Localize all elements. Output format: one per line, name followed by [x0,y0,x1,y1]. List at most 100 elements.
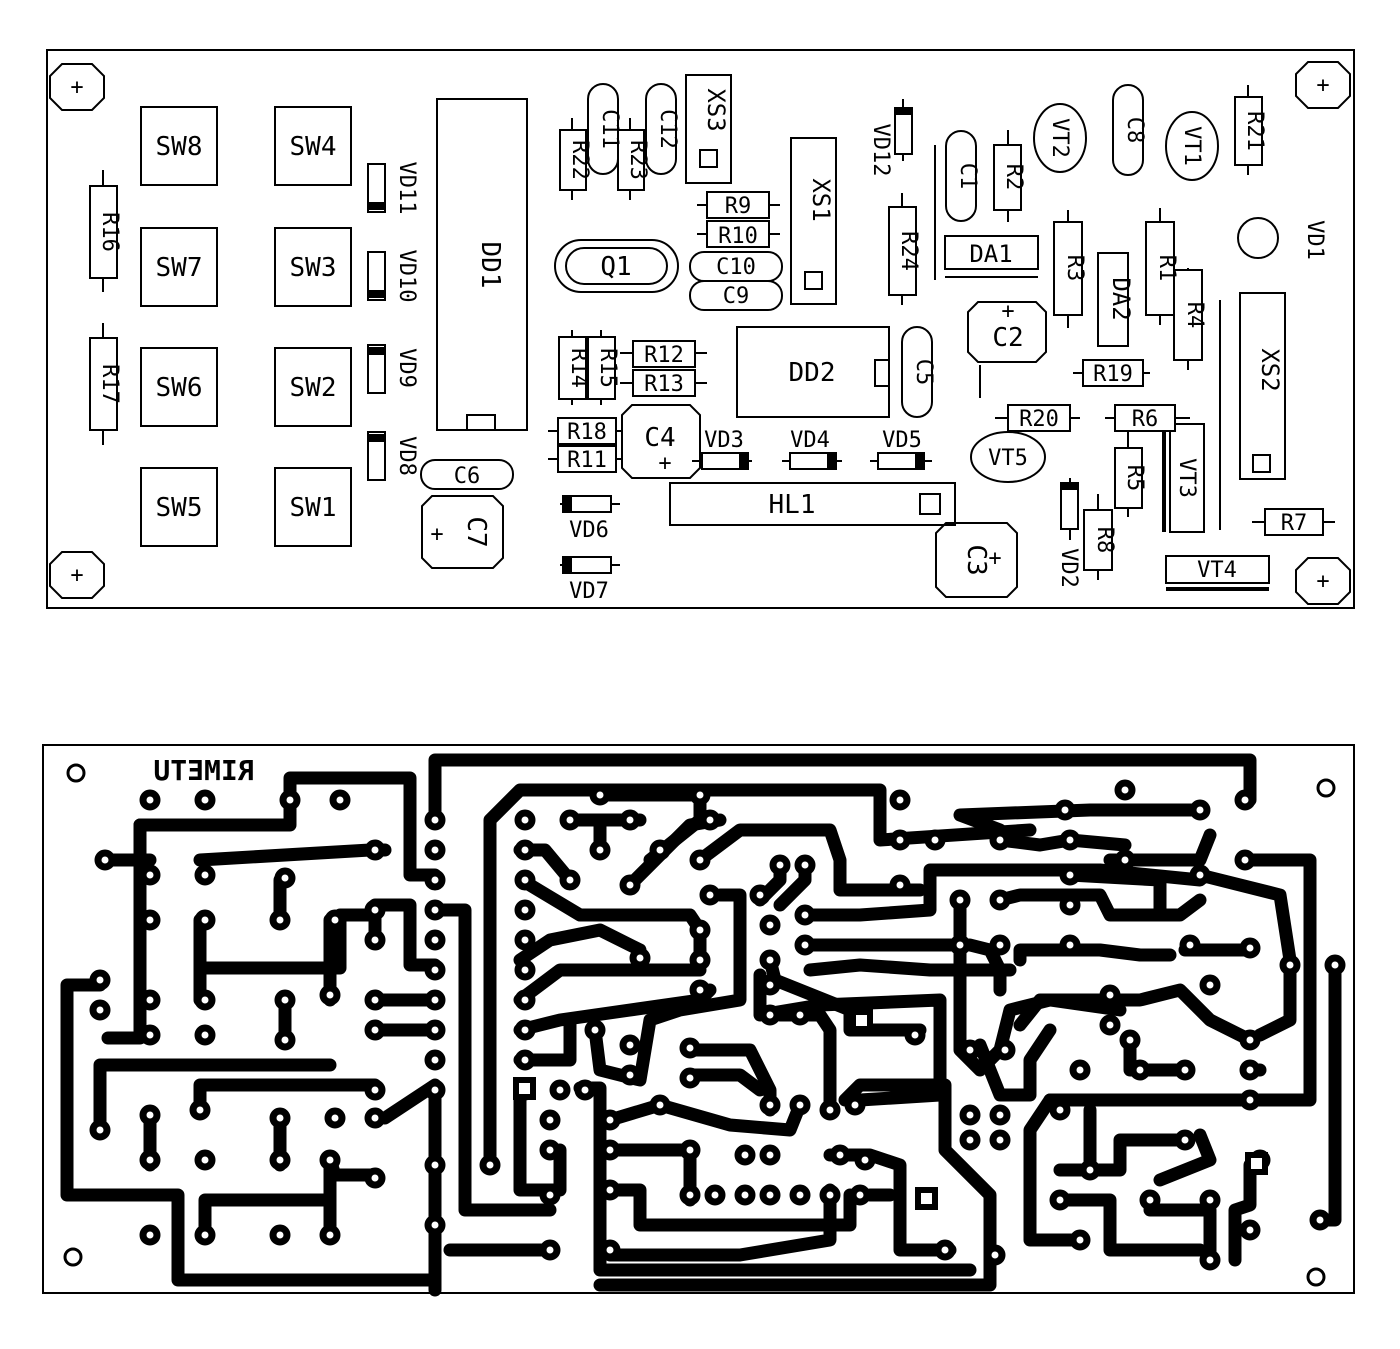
label-c5: C5 [911,359,936,386]
label-r12: R12 [644,343,684,368]
label-c9: C9 [723,284,750,309]
resistor-r5 [1114,447,1143,509]
cap-c9 [689,280,783,311]
label-sw4: SW4 [290,132,337,162]
label-r18: R18 [567,420,607,445]
connector-xs1 [790,137,837,305]
switch-sw2 [274,347,352,427]
plus-c3: + [988,546,1001,571]
label-vd3: VD3 [704,428,744,453]
diode-bands [368,108,1078,573]
resistor-bodies [89,96,1324,571]
trace-side-board: RIMETU [42,744,1355,1297]
label-r21: R21 [1242,111,1267,151]
copper-traces [60,753,1342,1297]
mirrored-board-label: RIMETU [153,754,254,787]
transistor-vt2 [1033,103,1087,173]
resistor-r15 [587,336,616,400]
cap-c2 [967,301,1047,363]
diode-bodies [367,107,1079,574]
chip-da2 [1097,252,1129,347]
label-vd12: VD12 [868,124,893,177]
label-c10: C10 [716,255,756,280]
label-vd1: VD1 [1302,220,1327,260]
board-outline-top [46,49,1355,609]
label-c2: C2 [992,323,1023,353]
connector-xs3-pad [699,149,718,168]
cap-c7 [421,495,504,569]
component-labels: SW8 SW4 SW7 SW3 SW6 SW2 SW5 SW1 DD1 DD2 … [97,88,1327,604]
label-da2: DA2 [1107,277,1135,320]
label-c1: C1 [955,163,980,190]
label-r11: R11 [567,448,607,473]
resistor-r1 [1145,221,1175,316]
label-r24: R24 [896,231,921,271]
connector-xs2 [1239,292,1286,480]
label-dd1: DD1 [475,242,505,289]
label-vd11: VD11 [394,162,419,215]
label-c7: C7 [461,516,491,547]
label-r17: R17 [97,364,122,404]
resistor-r19 [1082,359,1144,387]
label-sw7: SW7 [156,253,203,283]
resistor-r17 [89,337,118,431]
display-hl1-outline [669,482,956,526]
label-xs1: XS1 [807,178,835,221]
label-c11: C11 [597,109,622,149]
label-r7: R7 [1281,511,1308,536]
label-sw2: SW2 [290,373,337,403]
label-xs3: XS3 [702,88,730,131]
cap-c1 [945,130,977,222]
transistor-vt1 [1165,111,1219,181]
label-r3: R3 [1062,255,1087,282]
label-q1: Q1 [600,252,631,282]
label-r5: R5 [1122,465,1147,492]
diode-vd3 [701,452,749,470]
crystal-q1-outer [554,239,679,293]
label-r15: R15 [595,348,620,388]
label-sw6: SW6 [156,373,203,403]
label-hl1: HL1 [769,490,816,520]
crystal-q1-inner [565,247,668,285]
resistor-r18 [557,417,617,445]
cap-c5 [901,326,933,418]
plus-c4: + [658,451,671,476]
mount-mark-2: + [1316,73,1329,98]
transistor-vt3 [1169,423,1205,533]
label-vt5: VT5 [988,446,1028,471]
mount-mark-1: + [70,75,83,100]
switch-sw6 [140,347,218,427]
connector-xs2-pad [1252,454,1271,473]
label-c8: C8 [1122,117,1147,144]
corner-holes [63,763,1336,1287]
label-vt2: VT2 [1047,118,1072,158]
component-side-board: + + + + [46,49,1355,609]
label-vd10: VD10 [394,250,419,303]
label-r23: R23 [625,140,650,180]
label-vt1: VT1 [1179,126,1204,166]
switch-sw1 [274,467,352,547]
label-c4: C4 [644,423,675,453]
label-vd6: VD6 [569,518,609,543]
label-r4: R4 [1182,302,1207,329]
switch-sw8 [140,106,218,186]
mount-mark-4: + [1316,569,1329,594]
diode-vd5 [877,452,925,470]
label-vt4: VT4 [1197,558,1237,583]
switch-sw7 [140,227,218,307]
resistor-r16 [89,185,118,279]
label-da1: DA1 [969,240,1012,268]
label-vd5: VD5 [882,428,922,453]
transistor-vt4 [1165,555,1270,584]
label-sw8: SW8 [156,132,203,162]
solder-pads [89,779,1346,1271]
resistor-r21 [1234,96,1263,166]
label-r16: R16 [97,212,122,252]
chip-dd2-notch [874,359,890,387]
label-vt3: VT3 [1174,458,1199,498]
switch-sw4 [274,106,352,186]
label-vd4: VD4 [790,428,830,453]
resistor-r11 [557,445,617,473]
label-r9: R9 [725,194,752,219]
plus-c2: + [1001,299,1014,324]
